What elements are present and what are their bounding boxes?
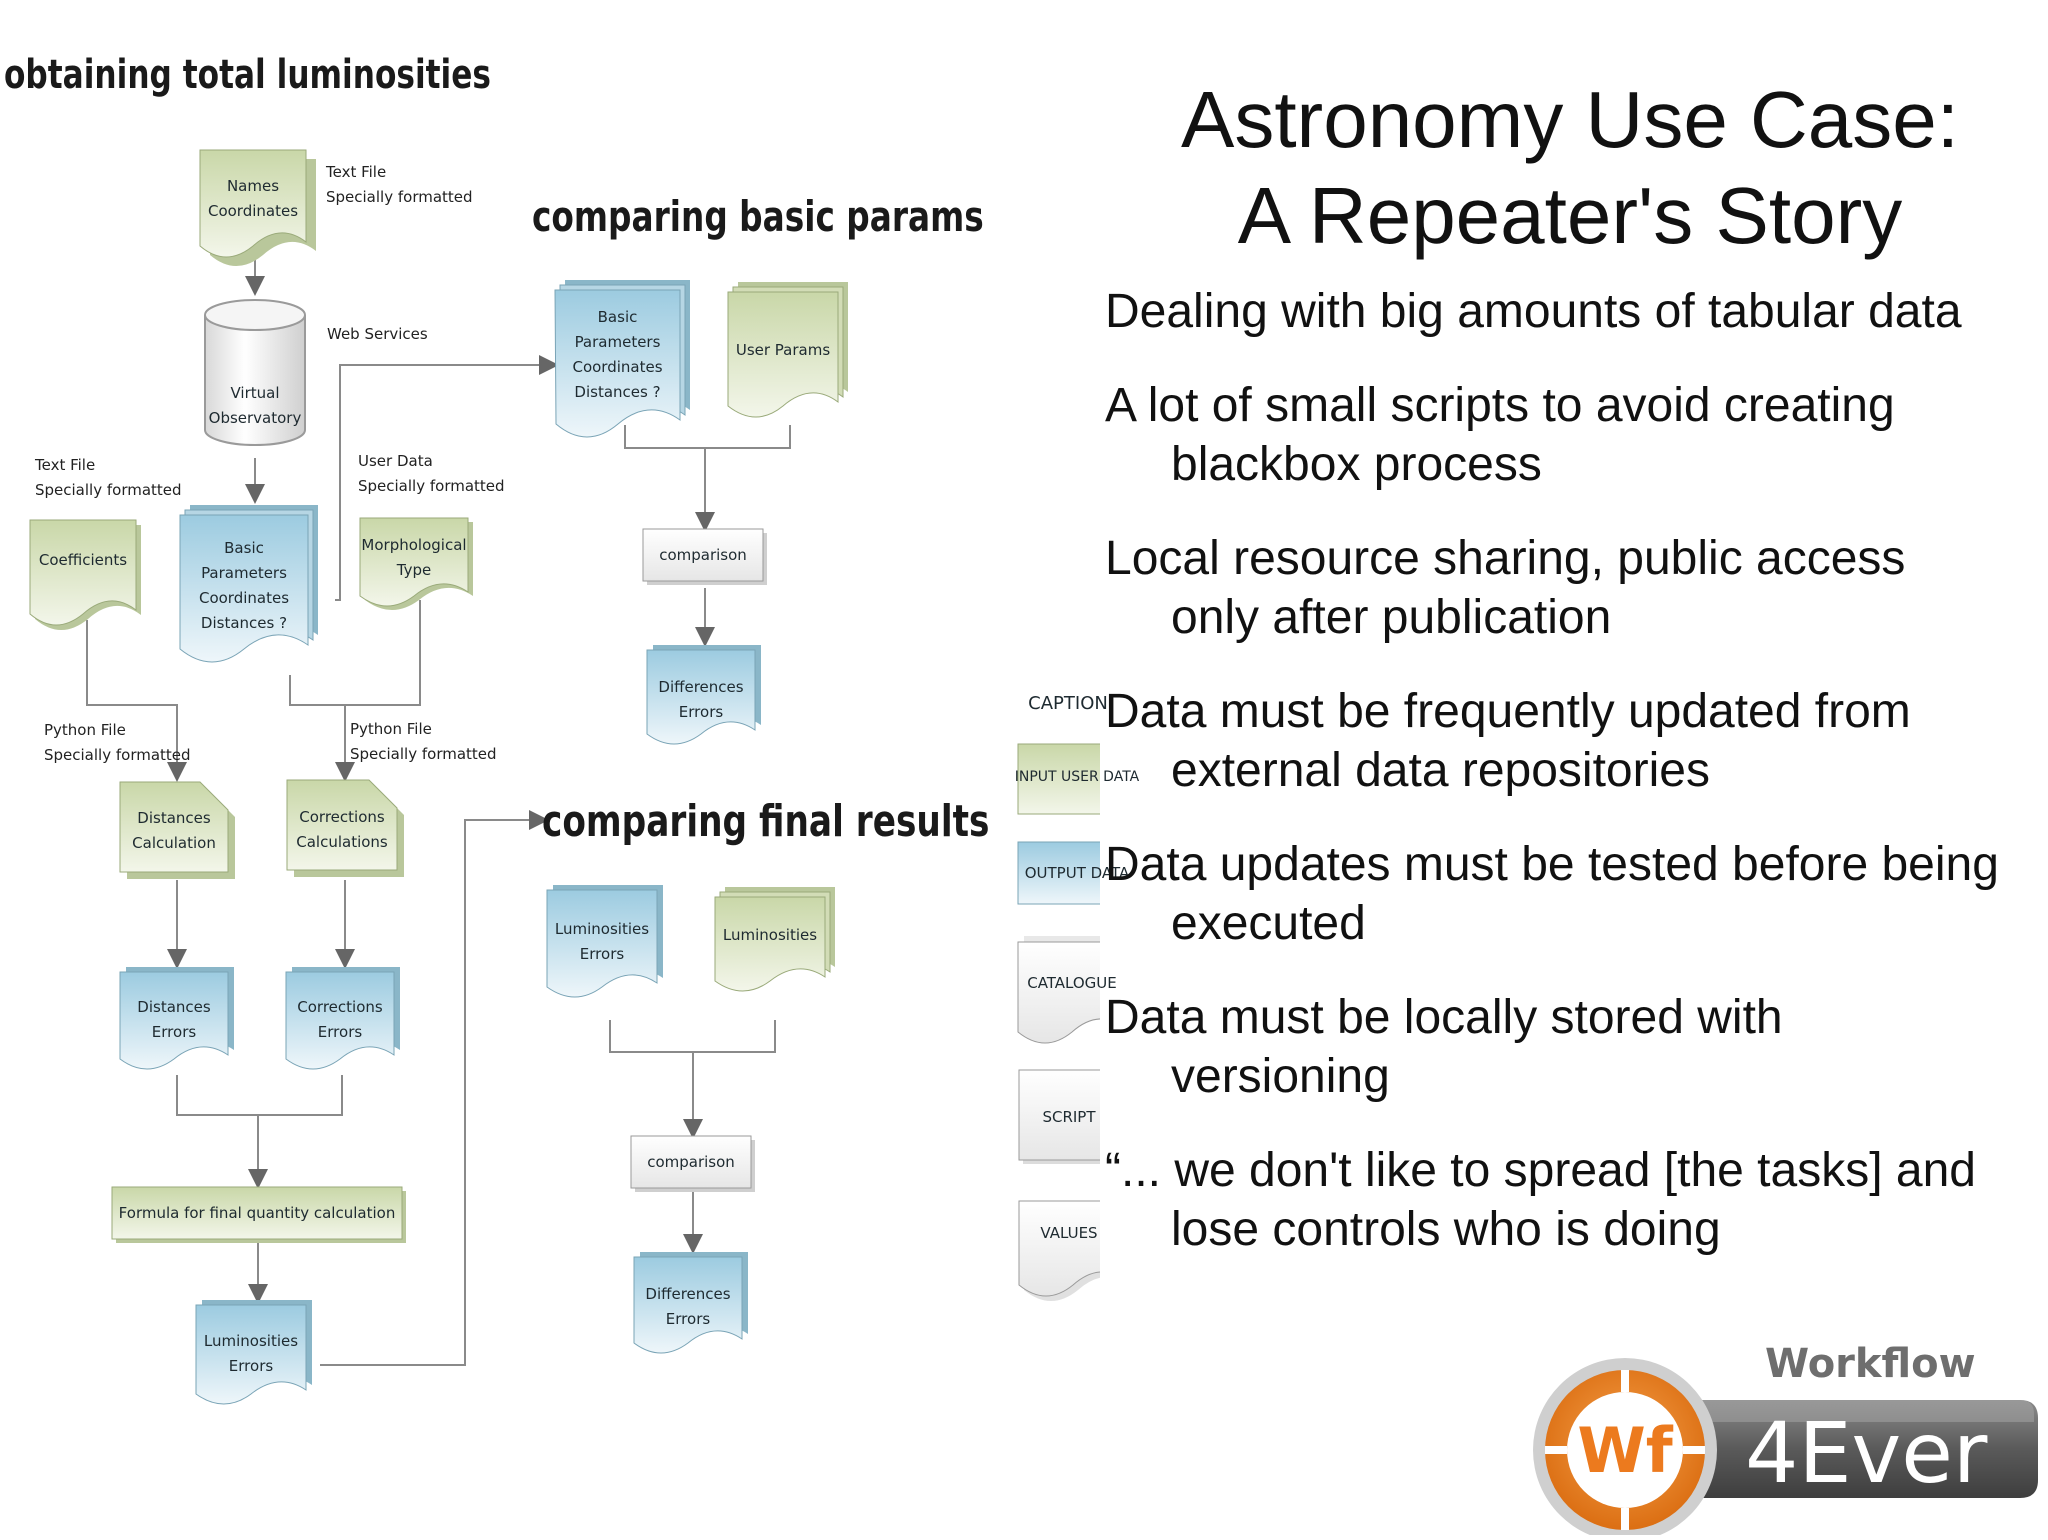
label-corrections-calculations: Corrections Calculations xyxy=(296,808,388,851)
label-differences-errors-1: Differences Errors xyxy=(658,678,744,721)
label-comparison-1: comparison xyxy=(659,545,747,564)
label-basic-params: Basic Parameters Coordinates Distances ? xyxy=(198,539,290,632)
formula-shape xyxy=(111,1186,406,1243)
slide-title: Astronomy Use Case: A Repeater's Story xyxy=(1100,72,2040,264)
label-formula: Formula for final quantity calculation xyxy=(118,1203,396,1222)
virtual-observatory-cylinder xyxy=(204,299,306,446)
label-luminosities-errors-left: Luminosities Errors xyxy=(203,1332,299,1375)
logo-main-text: 4Ever xyxy=(1745,1404,1988,1502)
label-user-params: User Params xyxy=(735,340,831,359)
corrections-calc-shape xyxy=(286,779,404,877)
note-python-right: Python File Specially formatted xyxy=(350,720,497,763)
distances-errors-shape xyxy=(119,967,234,1070)
legend-output-data: OUTPUT DATA xyxy=(1024,863,1130,882)
differences-errors-2-shape xyxy=(633,1252,748,1354)
bullet-item: Data must be locally stored with version… xyxy=(1105,991,1783,1103)
luminosities-errors-right-shape xyxy=(546,885,663,998)
note-web-services: Web Services xyxy=(327,325,428,343)
note-python-left: Python File Specially formatted xyxy=(44,721,191,764)
comparison-1-shape xyxy=(642,528,767,585)
connectors xyxy=(86,245,791,1366)
bullet-item: A lot of small scripts to avoid creating… xyxy=(1105,379,1895,491)
note-text-file-top: Text File Specially formatted xyxy=(326,163,473,206)
section-title-final: comparing final results xyxy=(542,796,990,847)
basic-params-right-shape xyxy=(554,280,690,438)
bullet-item: Data must be frequently updated from ext… xyxy=(1105,685,1911,797)
label-luminosities-right: Luminosities xyxy=(722,925,818,944)
logo-top-text: Workflow xyxy=(1765,1341,1976,1387)
workflow4ever-logo: Workflow Wf 4Ever xyxy=(1525,1340,2045,1540)
label-coefficients: Coefficients xyxy=(38,550,128,569)
bullet-item: Data updates must be tested before being… xyxy=(1105,838,1999,950)
logo-graphic: Workflow Wf 4Ever xyxy=(1533,1341,2038,1540)
legend-shapes xyxy=(1017,743,1100,1301)
coefficients-shape xyxy=(29,519,141,630)
basic-params-shape xyxy=(179,505,318,663)
workflow-diagram: obtaining total luminosities comparing b… xyxy=(4,52,1139,1405)
comparison-2-shape xyxy=(630,1135,755,1192)
corrections-errors-shape xyxy=(285,967,400,1070)
bullet-item: “... we don't like to spread [the tasks]… xyxy=(1105,1144,1976,1256)
differences-errors-1-shape xyxy=(646,645,761,745)
distances-calc-shape xyxy=(119,781,235,879)
user-params-shape xyxy=(727,282,848,418)
label-distances-errors: Distances Errors xyxy=(137,998,211,1041)
label-distances-calculation: Distances Calculation xyxy=(132,809,216,852)
legend-input-user-data: INPUT USER DATA xyxy=(1014,768,1140,785)
label-names-coordinates: Names Coordinates xyxy=(207,177,299,220)
names-coordinates-shape xyxy=(199,149,316,266)
logo-mark-text: Wf xyxy=(1577,1414,1673,1487)
slide-title-line1: Astronomy Use Case: xyxy=(1180,75,1960,164)
legend-script: SCRIPT xyxy=(1042,1107,1096,1126)
label-luminosities-errors-right: Luminosities Errors xyxy=(554,920,650,963)
slide-title-line2: A Repeater's Story xyxy=(1237,171,1903,260)
label-morphological-type: Morphological Type xyxy=(361,536,467,579)
note-user-data: User Data Specially formatted xyxy=(358,452,505,495)
legend-caption: CAPTION xyxy=(1028,692,1108,714)
section-title-obtaining: obtaining total luminosities xyxy=(4,52,491,98)
legend-catalogue: CATALOGUE xyxy=(1027,973,1117,992)
note-text-file-left: Text File Specially formatted xyxy=(35,456,182,499)
label-comparison-2: comparison xyxy=(647,1152,735,1171)
label-basic-params-right: Basic Parameters Coordinates Distances ? xyxy=(572,308,663,401)
label-differences-errors-2: Differences Errors xyxy=(645,1285,731,1328)
bullet-item: Local resource sharing, public access on… xyxy=(1105,532,1906,644)
label-virtual-observatory: Virtual Observatory xyxy=(208,384,302,427)
luminosities-right-shape xyxy=(714,887,835,992)
diagram-shapes xyxy=(29,149,1100,1405)
section-title-basic: comparing basic params xyxy=(532,192,984,241)
label-corrections-errors: Corrections Errors xyxy=(297,998,383,1041)
legend-values: VALUES xyxy=(1040,1223,1098,1242)
bullet-list: Dealing with big amounts of tabular data… xyxy=(1105,282,2005,1312)
bullet-item: Dealing with big amounts of tabular data xyxy=(1105,285,1962,338)
morphological-type-shape xyxy=(359,517,473,610)
luminosities-errors-left-shape xyxy=(195,1300,312,1405)
